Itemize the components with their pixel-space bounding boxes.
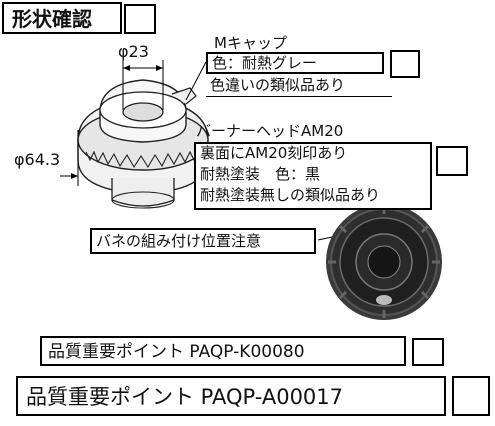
quality-point-1-checkbox[interactable] — [412, 338, 444, 366]
m-cap-variant-underline — [206, 96, 392, 97]
quality-point-2-checkbox[interactable] — [452, 376, 490, 416]
top-diameter-label: φ23 — [118, 42, 149, 61]
title-box: 形状確認 — [2, 2, 122, 34]
m-cap-variant-note: 色違いの類似品あり — [210, 76, 346, 94]
burner-head-variant-note: 耐熱塗装無しの類似品あり — [200, 186, 381, 204]
m-cap-leader — [185, 61, 207, 101]
spring-note-text: バネの組み付け位置注意 — [96, 232, 262, 250]
burner-head-coating-note: 耐熱塗装 色：黒 — [200, 165, 321, 183]
quality-point-1-label: 品質重要ポイント PAQP-K00080 — [48, 342, 305, 362]
burner-head-engraving-note: 裏面にAM20刻印あり — [200, 144, 348, 162]
spring-note-box: バネの組み付け位置注意 — [90, 228, 316, 254]
burner-head-photo — [326, 204, 442, 320]
burner-head-checkbox[interactable] — [436, 146, 468, 176]
m-cap-checkbox[interactable] — [390, 50, 420, 78]
page-title: 形状確認 — [12, 7, 92, 31]
burner-head-name: バーナーヘッドAM20 — [196, 122, 344, 140]
top-diameter-dimension — [122, 60, 164, 110]
outer-diameter-label: φ64.3 — [14, 150, 61, 169]
quality-point-1-box: 品質重要ポイント PAQP-K00080 — [40, 336, 406, 366]
m-cap-name: Mキャップ — [214, 34, 287, 52]
m-cap-color-note: 色：耐熱グレー — [212, 54, 318, 72]
burner-head-box: 裏面にAM20刻印あり 耐熱塗装 色：黒 耐熱塗装無しの類似品あり — [194, 142, 432, 210]
quality-point-2-box: 品質重要ポイント PAQP-A00017 — [16, 376, 446, 416]
title-checkbox[interactable] — [124, 4, 156, 34]
m-cap-drawing — [99, 79, 197, 143]
m-cap-color-box: 色：耐熱グレー — [206, 52, 384, 74]
quality-point-2-label: 品質重要ポイント PAQP-A00017 — [26, 385, 344, 409]
